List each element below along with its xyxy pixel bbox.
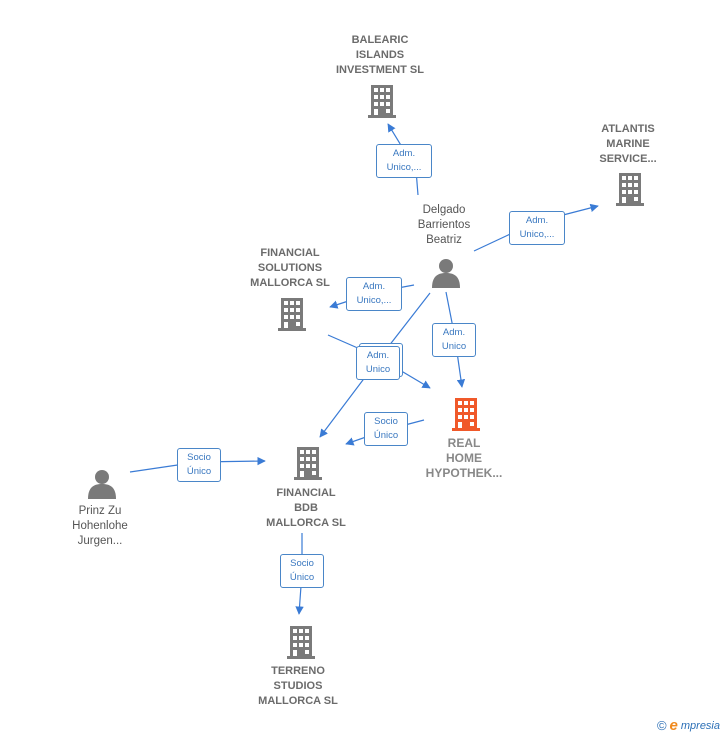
- terreno-building-icon: [287, 626, 315, 659]
- atlantis-building-icon: [616, 173, 644, 206]
- node-fsolutions-label[interactable]: FINANCIAL SOLUTIONS MALLORCA SL: [250, 247, 330, 289]
- edge-label-realhome-bdb: Socio Único: [364, 412, 408, 446]
- brand-logo-initial: e: [669, 717, 678, 734]
- node-delgado-label[interactable]: Delgado Barrientos Beatriz: [417, 204, 471, 246]
- node-terreno-label[interactable]: TERRENO STUDIOS MALLORCA SL: [258, 665, 338, 707]
- node-atlantis-label[interactable]: ATLANTIS MARINE SERVICE...: [599, 123, 657, 165]
- copyright-icon: ©: [656, 718, 667, 733]
- realhome-building-icon[interactable]: [452, 398, 480, 431]
- node-realhome-label[interactable]: REAL HOME HYPOTHEK...: [425, 436, 503, 480]
- bdb-building-icon: [294, 447, 322, 480]
- brand-logo-text: mpresia: [680, 719, 720, 732]
- balearic-building-icon: [368, 85, 396, 118]
- node-bdb-label[interactable]: FINANCIAL BDB MALLORCA SL: [266, 487, 346, 529]
- fsolutions-building-icon: [278, 298, 306, 331]
- edge-label-prinz-bdb: Socio Único: [177, 448, 221, 482]
- prinz-person-icon: [88, 470, 116, 499]
- edge-label-delgado-realhome: Adm. Unico: [432, 323, 476, 357]
- delgado-person-icon: [432, 259, 460, 288]
- edge-label-delgado-atlantis: Adm. Unico,...: [509, 211, 565, 245]
- node-prinz-label[interactable]: Prinz Zu Hohenlohe Jurgen...: [72, 505, 128, 547]
- edge-label-delgado-fsolutions: Adm. Unico,...: [346, 277, 402, 311]
- edge-label-bdb-terreno: Socio Único: [280, 554, 324, 588]
- edge-label-delgado-balearic: Adm. Unico,...: [376, 144, 432, 178]
- edge-label-delgado-bdb: Adm. Unico: [356, 346, 400, 380]
- node-balearic-label[interactable]: BALEARIC ISLANDS INVESTMENT SL: [335, 34, 424, 76]
